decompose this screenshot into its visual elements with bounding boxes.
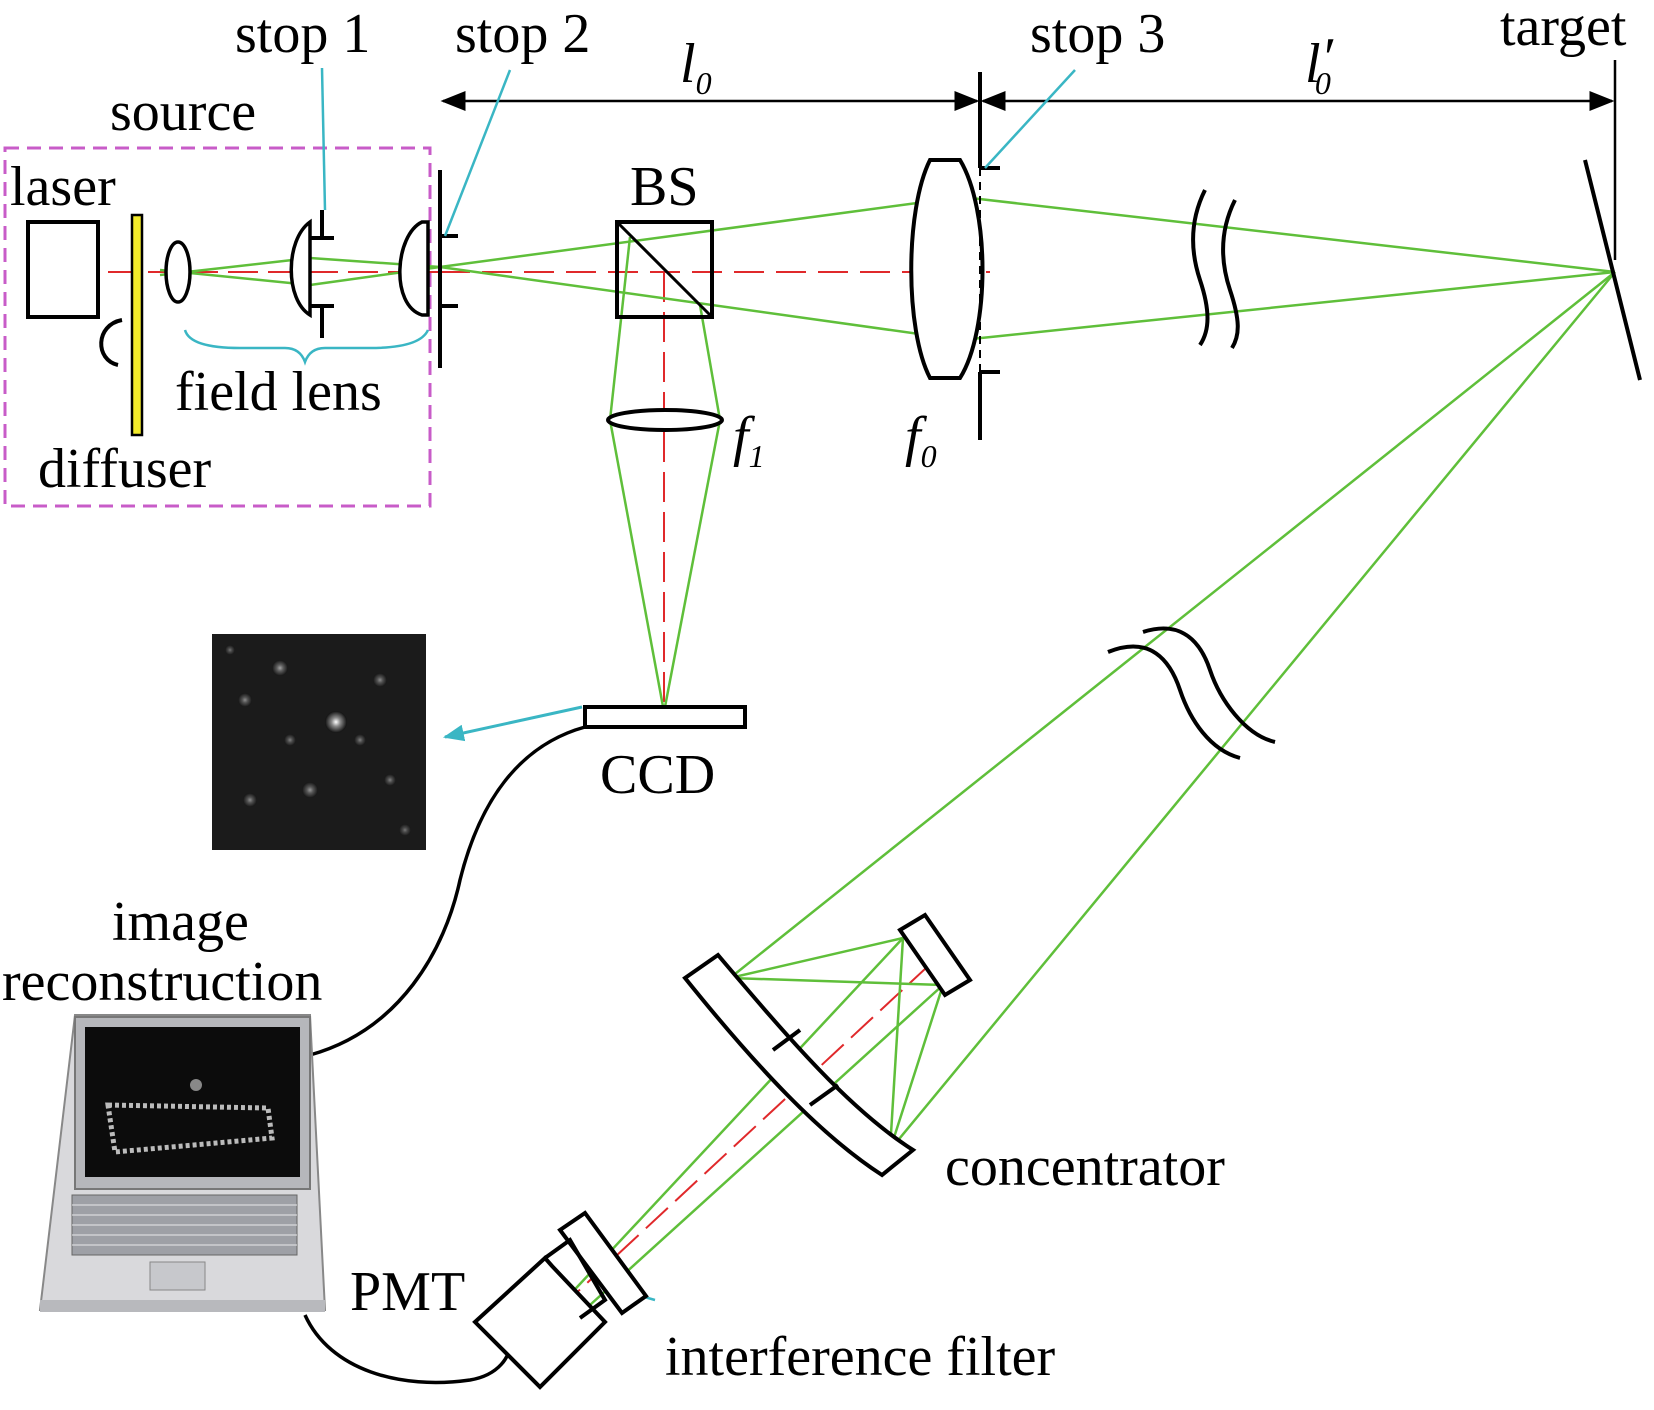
break-mark-lower-2 (1142, 626, 1276, 744)
pmt-cable (303, 1314, 512, 1385)
label-diffuser: diffuser (38, 438, 211, 500)
source-box (3, 146, 432, 508)
label-concentrator: concentrator (945, 1136, 1225, 1198)
laser-box (26, 220, 100, 319)
label-image-1: image (112, 891, 249, 953)
label-stop1: stop 1 (235, 3, 370, 65)
laptop-icon (38, 1014, 327, 1312)
concentrator-primary (682, 952, 917, 1178)
rotation-arrow (99, 318, 123, 367)
label-interference-filter: interference filter (665, 1326, 1056, 1388)
lens-f0 (909, 158, 985, 380)
stop-3 (978, 72, 1000, 440)
label-stop3: stop 3 (1030, 3, 1165, 65)
label-laser: laser (10, 156, 116, 218)
concentrator-secondary (897, 912, 973, 998)
label-pmt: PMT (350, 1261, 465, 1323)
concentrator-hole-1 (771, 1028, 802, 1052)
ccd-cable (309, 725, 586, 1057)
label-l0: l0 (680, 33, 712, 101)
pmt-window (543, 1237, 608, 1320)
label-source: source (110, 81, 256, 143)
beam-splitter-diagonal (615, 220, 714, 319)
field-lens-bracket (183, 329, 430, 366)
label-ccd: CCD (600, 744, 715, 806)
field-lens-2 (398, 220, 430, 317)
label-l0-prime: l′0 (1305, 27, 1334, 101)
break-mark-lower-1 (1107, 644, 1241, 760)
label-f0: f0 (905, 406, 937, 474)
target-surface (1583, 159, 1642, 381)
stop-2 (438, 170, 458, 368)
lens-a (164, 240, 192, 304)
label-bs: BS (630, 156, 699, 218)
break-mark-upper-1 (1191, 189, 1210, 347)
pmt-box (472, 1255, 608, 1390)
ccd-sensor (583, 705, 747, 729)
beam-splitter (615, 220, 714, 319)
label-f1: f1 (733, 406, 765, 474)
label-field-lens: field lens (175, 361, 382, 423)
break-mark-upper-2 (1221, 199, 1240, 350)
label-target: target (1500, 0, 1627, 58)
labels: source laser stop 1 stop 2 stop 3 target… (2, 0, 1627, 1388)
ccd-pointer (442, 705, 583, 742)
label-stop2: stop 2 (455, 3, 590, 65)
concentrator-hole-2 (808, 1083, 840, 1107)
stop-1 (310, 210, 334, 338)
diffuser (130, 213, 144, 437)
field-lens-1 (289, 218, 312, 319)
label-image-2: reconstruction (2, 951, 322, 1013)
speckle-image (212, 634, 426, 850)
interference-filter (557, 1210, 649, 1316)
lens-f1 (606, 408, 724, 432)
